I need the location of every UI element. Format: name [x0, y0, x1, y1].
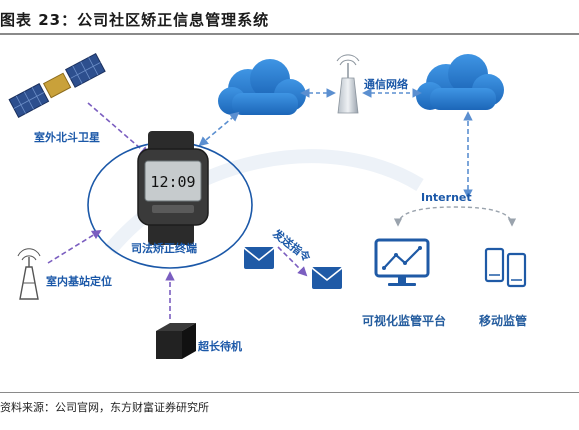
terminal-label: 司法矫正终端	[131, 241, 197, 255]
arrow-basestation-terminal	[47, 229, 102, 264]
monitor-icon	[374, 238, 430, 286]
antenna-tower-icon	[336, 54, 360, 114]
mobile-label: 移动监管	[479, 313, 527, 328]
standby-label: 超长待机	[197, 339, 242, 353]
arrow-command	[277, 246, 308, 277]
satellite-label: 室外北斗卫星	[34, 130, 100, 144]
watch-time: 12:09	[150, 173, 195, 191]
title-bar: 图表 23：公司社区矫正信息管理系统	[0, 0, 579, 34]
envelope-icon	[243, 247, 275, 269]
system-diagram: 室外北斗卫星 通信网络 12:09 司法矫正终端	[8, 52, 527, 359]
envelope-icon	[311, 267, 343, 289]
device-cube-icon	[156, 323, 196, 359]
internet-label: Internet	[421, 191, 472, 204]
bottom-rule	[0, 392, 579, 393]
cloud-icon	[218, 59, 306, 115]
base-station-label: 室内基站定位	[46, 274, 112, 288]
watch-icon: 12:09	[137, 131, 209, 245]
command-label: 发送指令	[269, 226, 314, 265]
satellite-icon	[8, 52, 106, 118]
internet-branch	[393, 206, 517, 227]
network-label: 通信网络	[364, 77, 408, 91]
arrow-terminal-cloud	[198, 111, 240, 147]
mobile-phone-icon	[484, 247, 505, 283]
top-rule	[0, 33, 579, 35]
base-station-icon	[17, 248, 41, 300]
figure-title: 图表 23：公司社区矫正信息管理系统	[0, 11, 270, 29]
source-note: 资料来源：公司官网，东方财富证券研究所	[0, 401, 209, 414]
cloud-icon	[416, 54, 504, 110]
visual-platform-label: 可视化监管平台	[362, 313, 446, 328]
mobile-phone-icon	[506, 252, 527, 288]
